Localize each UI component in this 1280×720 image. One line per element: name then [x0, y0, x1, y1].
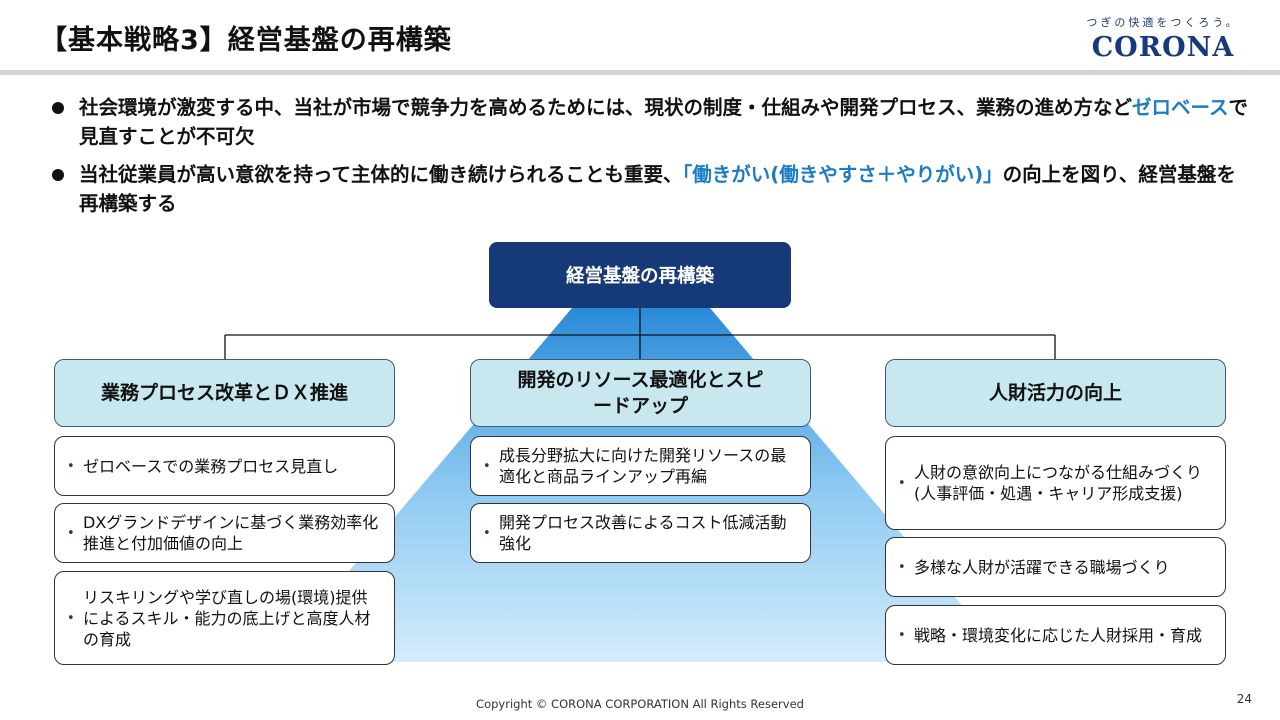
item-text: 人財の意欲向上につながる仕組みづくり(人事評価・処遇・キャリア形成支援) — [914, 463, 1203, 503]
list-item: • リスキリングや学び直しの場(環境)提供によるスキル・能力の底上げと高度人材の育… — [54, 571, 395, 665]
bullet-icon: • — [483, 525, 491, 541]
bullet-highlight: ゼロベース — [1132, 96, 1229, 119]
bullet-icon: • — [67, 458, 75, 474]
item-text: リスキリングや学び直しの場(環境)提供によるスキル・能力の底上げと高度人材の育成 — [83, 587, 371, 649]
bullet-dot-icon — [52, 169, 64, 181]
column-heading: 業務プロセス改革とＤＸ推進 — [54, 359, 395, 427]
bullet-text: で見直すことが不可欠 — [79, 96, 1249, 148]
item-text: DXグランドデザインに基づく業務効率化推進と付加価値の向上 — [83, 513, 379, 553]
item-text: 戦略・環境変化に応じた人財採用・育成 — [914, 625, 1203, 645]
corona-logo: つぎの快適をつくろう。 CORONA — [1078, 14, 1248, 63]
logo-name: CORONA — [1091, 32, 1235, 63]
list-item: • 多様な人財が活躍できる職場づくり — [885, 537, 1226, 597]
column-heading: 人財活力の向上 — [885, 359, 1226, 427]
list-item: • DXグランドデザインに基づく業務効率化推進と付加価値の向上 — [54, 503, 395, 563]
copyright-footer: Copyright © CORONA CORPORATION All Right… — [476, 697, 804, 711]
page-number: 24 — [1236, 692, 1252, 706]
bullet-highlight: 「働きがい(働きやすさ＋やりがい)」 — [682, 163, 1003, 186]
bullet-dot-icon — [52, 102, 64, 114]
root-node: 経営基盤の再構築 — [489, 242, 791, 308]
list-item: • ゼロベースでの業務プロセス見直し — [54, 436, 395, 496]
bullet-item: 当社従業員が高い意欲を持って主体的に働き続けられることも重要、「働きがい(働きや… — [50, 160, 1250, 218]
bullet-text: の向上を図り、経営基盤を再構築する — [79, 163, 1236, 215]
list-item: • 開発プロセス改善によるコスト低減活動強化 — [470, 503, 811, 563]
list-item: • 戦略・環境変化に応じた人財採用・育成 — [885, 605, 1226, 665]
bullet-icon: • — [898, 559, 906, 575]
bullet-icon: • — [67, 525, 75, 541]
bullet-list: 社会環境が激変する中、当社が市場で競争力を高めるためには、現状の制度・仕組みや開… — [50, 93, 1250, 227]
item-text: 開発プロセス改善によるコスト低減活動強化 — [499, 513, 787, 553]
bullet-text: 社会環境が激変する中、当社が市場で競争力を高めるためには、現状の制度・仕組みや開… — [79, 96, 1133, 119]
bullet-icon: • — [898, 475, 906, 491]
slide-title: 【基本戦略3】経営基盤の再構築 — [40, 25, 452, 56]
title-divider — [0, 70, 1280, 75]
bullet-text: 当社従業員が高い意欲を持って主体的に働き続けられることも重要、 — [79, 163, 683, 186]
connector-lines — [224, 308, 1056, 360]
list-item: • 成長分野拡大に向けた開発リソースの最適化と商品ラインアップ再編 — [470, 436, 811, 496]
item-text: ゼロベースでの業務プロセス見直し — [83, 456, 339, 476]
column-heading: 開発のリソース最適化とスピードアップ — [470, 359, 811, 427]
bullet-icon: • — [898, 627, 906, 643]
item-text: 多様な人財が活躍できる職場づくり — [914, 557, 1170, 577]
list-item: • 人財の意欲向上につながる仕組みづくり(人事評価・処遇・キャリア形成支援) — [885, 436, 1226, 530]
item-text: 成長分野拡大に向けた開発リソースの最適化と商品ラインアップ再編 — [499, 446, 787, 486]
bullet-icon: • — [483, 458, 491, 474]
bullet-item: 社会環境が激変する中、当社が市場で競争力を高めるためには、現状の制度・仕組みや開… — [50, 93, 1250, 151]
bullet-icon: • — [67, 610, 75, 626]
logo-tagline: つぎの快適をつくろう。 — [1086, 16, 1240, 29]
